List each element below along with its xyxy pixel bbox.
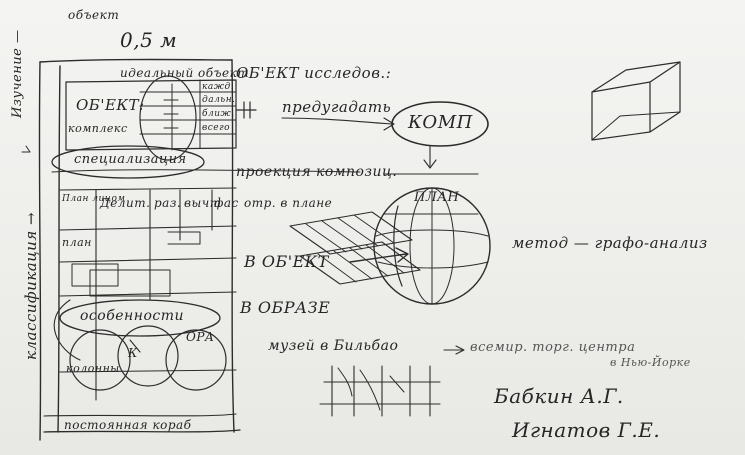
object-ticks	[163, 99, 179, 129]
museum-label: музей в Бильбао	[268, 338, 399, 354]
cultural-center-label: всемир. торг. центра	[470, 340, 636, 355]
ideal-object-label: идеальный объект	[120, 66, 250, 80]
option-1: кажд.	[202, 82, 235, 92]
table-columns	[95, 189, 213, 373]
features-ellipse	[59, 299, 221, 337]
method-label: метод — графо-анализ	[512, 234, 708, 252]
in-image-label: В ОБРАЗЕ	[240, 298, 331, 317]
table-rows	[59, 187, 237, 373]
author-2: Игнатов Г.Е.	[512, 418, 661, 442]
left-vertical-label: Изучение —	[10, 29, 25, 118]
features-label: особенности	[80, 308, 185, 324]
author-1: Бабкин А.Г.	[494, 384, 624, 408]
projection-label: проекция композиц.	[236, 164, 398, 180]
k-letter: К	[128, 346, 138, 360]
plan-label: ПЛАН	[414, 190, 460, 205]
komp-label: КОМП	[408, 112, 473, 133]
grid-hatching	[305, 214, 405, 283]
plan-row-label: план	[62, 236, 92, 249]
grid-planes	[289, 211, 421, 285]
frame-right-line	[231, 59, 235, 433]
object-ellipse	[139, 75, 197, 161]
col-header-1: План лицом	[62, 194, 126, 204]
object-box	[65, 79, 237, 151]
new-york-label: в Нью-Йорке	[610, 356, 691, 369]
grid-arrow	[349, 247, 409, 263]
columns-label: колонны	[66, 362, 120, 375]
col-header-3: раз.	[154, 196, 182, 210]
col-header-2: Делит.	[100, 196, 151, 210]
globe-dark-arc	[393, 205, 403, 287]
komp-ellipse	[391, 101, 489, 147]
side-mark	[21, 145, 31, 153]
object-research-label: ОБ'ЕКТ исследов.:	[236, 64, 392, 82]
circle-3	[165, 329, 227, 391]
object-label: ОБ'ЕКТ:	[76, 96, 145, 114]
komp-down-arrow	[423, 145, 437, 169]
specialization-ellipse	[51, 145, 205, 179]
frame-left-line	[38, 61, 42, 441]
col-header-4: вычт	[184, 196, 222, 210]
museum-arrow	[443, 345, 465, 355]
table-inner-boxes	[71, 231, 201, 297]
col-header-5: фас	[214, 196, 239, 210]
option-3: ближ.	[202, 109, 235, 119]
complex-label: комплекс	[68, 122, 128, 135]
object-grid	[139, 79, 237, 151]
option-2: дальн.	[202, 95, 236, 105]
col-header-6: отр. в плане	[244, 196, 333, 210]
size-label: 0,5 м	[120, 28, 178, 52]
foresee-label: предугадать	[282, 98, 392, 116]
foresee-arrow	[281, 117, 393, 125]
specialization-label: специализация	[74, 152, 187, 167]
frame-bottom-line	[43, 429, 241, 433]
circle-dividers	[95, 329, 141, 401]
footer-label: постоянная кораб	[64, 418, 192, 432]
top-object-label: объект	[68, 8, 120, 22]
circle-2	[117, 325, 179, 387]
frame-top-line	[39, 58, 233, 63]
frame-left-line-2	[57, 65, 61, 433]
classification-label: классификация →	[22, 211, 40, 360]
option-4: всего	[202, 123, 231, 133]
cube-back-edges	[591, 111, 681, 141]
foresee-arrowhead	[383, 117, 395, 131]
ora-label: ОРА	[186, 330, 215, 344]
globe-top-lines	[383, 173, 479, 215]
specialization-line	[51, 169, 361, 173]
in-object-label: В ОБ'ЕКТ	[244, 252, 329, 271]
object-arrow	[235, 101, 257, 119]
globe-lines	[375, 187, 489, 305]
frame-bottom-line-2	[43, 413, 237, 417]
museum-sketch	[319, 365, 441, 417]
curve-arrow	[53, 299, 81, 361]
circle-1	[69, 329, 131, 391]
museum-curves	[337, 367, 405, 411]
